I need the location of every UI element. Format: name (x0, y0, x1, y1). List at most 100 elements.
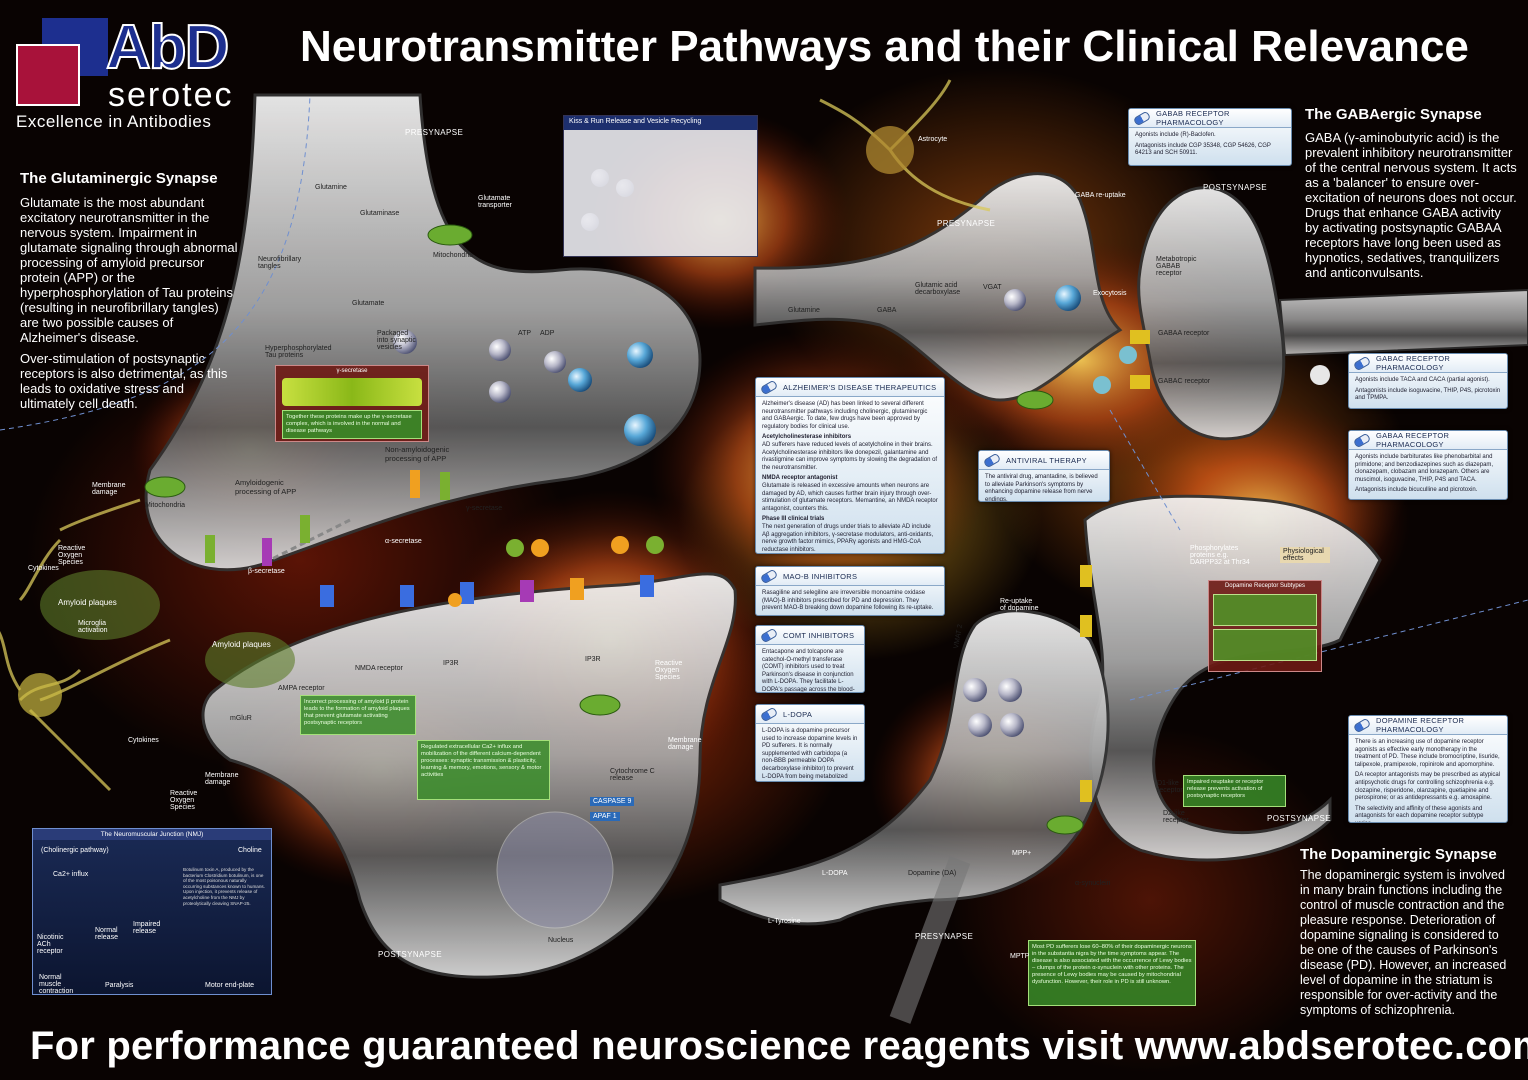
gaba-label: GABA (877, 307, 897, 314)
card-antiviral-therapy: ANTIVIRAL THERAPY The antiviral drug, am… (978, 450, 1110, 502)
gaba-postsynapse-label: POSTSYNAPSE (1203, 183, 1267, 192)
cytokines-label: Cytokines (28, 565, 59, 572)
membrane-damage-label-3: Membrane damage (205, 772, 239, 786)
ip3r-label: IP3R (443, 660, 459, 667)
nmda-label: NMDA receptor (355, 665, 403, 672)
amyloid-plaques-label-2: Amyloid plaques (212, 640, 271, 649)
card-subheading: Acetylcholinesterase inhibitors (762, 434, 852, 441)
card-title: MAO-B INHIBITORS (783, 571, 858, 581)
card-text: The selectivity and affinity of these ag… (1355, 805, 1484, 822)
card-gaba-c-pharmacology: GABAC RECEPTOR PHARMACOLOGY Agonists inc… (1348, 353, 1508, 409)
card-text: The antiviral drug, amantadine, is belie… (985, 474, 1098, 502)
dopamine-da-label: Dopamine (DA) (908, 870, 957, 877)
card-title: GABAA RECEPTOR PHARMACOLOGY (1376, 431, 1450, 449)
card-title: COMT INHIBITORS (783, 630, 855, 640)
card-text: Entacapone and tolcapone are catechol-O-… (762, 649, 855, 693)
gamma-secretase-complex (282, 378, 422, 406)
calcium-note: Regulated extracellular Ca2+ influx and … (417, 740, 550, 800)
card-text: There is an increasing use of dopamine r… (1355, 739, 1500, 768)
amyloid-note: Incorrect processing of amyloid β protei… (300, 695, 416, 735)
card-comt-inhibitors: COMT INHIBITORS Entacapone and tolcapone… (755, 625, 865, 693)
nmj-botulinum-note: Botulinum toxin A, produced by the bacte… (183, 867, 265, 906)
card-gaba-a-pharmacology: GABAA RECEPTOR PHARMACOLOGY Agonists inc… (1348, 430, 1508, 500)
dopaminergic-heading: The Dopaminergic Synapse (1300, 846, 1497, 863)
gabaergic-heading: The GABAergic Synapse (1305, 106, 1482, 123)
card-text: Antagonists include CGP 35348, CGP 54626… (1135, 142, 1271, 157)
card-text: Antagonists include bicuculline and picr… (1355, 487, 1478, 494)
parkinsons-note: Most PD sufferers lose 60–80% of their d… (1028, 940, 1196, 1006)
capsule-icon (759, 568, 779, 584)
capsule-icon (759, 379, 779, 395)
cytokines-label-2: Cytokines (128, 737, 159, 744)
card-mao-b-inhibitors: MAO-B INHIBITORS Rasagiline and selegili… (755, 566, 945, 616)
astrocyte-label: Astrocyte (918, 136, 948, 143)
metabotropic-label: Metabotropic GABAB receptor (1156, 256, 1197, 277)
nmj-title: The Neuromuscular Junction (NMJ) (33, 829, 271, 840)
mpp-label: MPP+ (1012, 850, 1032, 857)
glutamatergic-heading: The Glutaminergic Synapse (20, 170, 218, 187)
nmj-nicotinic-label: Nicotinic ACh receptor (37, 934, 64, 955)
glutaminase-label: Glutaminase (360, 210, 400, 217)
glutamine-label: Glutamine (315, 184, 347, 191)
capsule-icon (759, 706, 779, 722)
nmj-normal-release-label: Normal release (95, 927, 118, 941)
microglia-label: Microglia activation (78, 620, 108, 634)
card-subheading: NMDA receptor antagonist (762, 475, 838, 482)
atp-label: ATP (518, 330, 532, 337)
glutamate-label: Glutamate (352, 300, 385, 307)
gabaergic-body: GABA (γ-aminobutyric acid) is the preval… (1305, 130, 1517, 280)
glutamatergic-para-1: Glutamate is the most abundant excitator… (20, 195, 238, 345)
gad-label: Glutamic acid decarboxylase (915, 282, 961, 296)
card-text: Rasagiline and selegiline are irreversib… (762, 590, 934, 612)
dopamine-reuptake-label: Re-uptake of dopamine (1000, 598, 1039, 612)
card-text: DA receptor antagonists may be prescribe… (1355, 772, 1501, 802)
beta-secretase-label: β-secretase (248, 568, 285, 575)
gabac-label: GABAC receptor (1158, 378, 1211, 385)
phosphorylates-label: Phosphorylates proteins e.g. DARPP32 at … (1190, 545, 1250, 566)
capsule-icon (982, 452, 1002, 468)
dopamine-postsynapse-label: POSTSYNAPSE (1267, 814, 1331, 823)
card-text: AD sufferers have reduced levels of acet… (762, 441, 938, 471)
logo-red-square (16, 44, 80, 106)
gabaa-label: GABAA receptor (1158, 330, 1210, 337)
nmj-cholinergic-label: (Cholinergic pathway) (41, 847, 109, 854)
reactive-oxygen-label: Reactive Oxygen Species (655, 660, 683, 681)
card-text: Agonists include barbiturates like pheno… (1355, 454, 1494, 483)
mglur-label: mGluR (230, 715, 252, 722)
kiss-run-title: Kiss & Run Release and Vesicle Recycling (564, 116, 757, 130)
amyloidogenic-label: Amyloidogenic processing of APP (235, 478, 297, 496)
l-dopa-label: L-DOPA (822, 870, 848, 877)
nmj-paralysis-label: Paralysis (105, 982, 134, 989)
footer-cta[interactable]: For performance guaranteed neuroscience … (30, 1024, 1528, 1068)
card-text: Glutamate is released in excessive amoun… (762, 482, 938, 512)
capsule-icon (759, 627, 779, 643)
glutamate-presynapse-label: PRESYNAPSE (405, 128, 464, 137)
nmj-impaired-release-label: Impaired release (133, 921, 161, 935)
logo-tagline: Excellence in Antibodies (16, 112, 212, 131)
d1-subtype-box (1213, 594, 1317, 626)
dopamine-presynapse-label: PRESYNAPSE (915, 932, 974, 941)
membrane-damage-label-2: Membrane damage (92, 482, 126, 496)
reactive-oxygen-label-2: Reactive Oxygen Species (58, 545, 86, 566)
glutamate-transporter-label: Glutamate transporter (478, 195, 512, 209)
reactive-oxygen-label-3: Reactive Oxygen Species (170, 790, 198, 811)
gaba-presynapse-label: PRESYNAPSE (937, 219, 996, 228)
ip3r-label-2: IP3R (585, 656, 601, 663)
alpha-secretase-label: α-secretase (385, 538, 422, 545)
non-amyloidogenic-label: Non-amyloidogenic processing of APP (385, 445, 450, 463)
mptp-label: MPTP (1010, 953, 1030, 960)
card-title: ALZHEIMER'S DISEASE THERAPEUTICS (783, 382, 937, 392)
card-subheading: Phase III clinical trials (762, 516, 825, 523)
exocytosis-label: Exocytosis (1093, 290, 1127, 297)
abd-serotec-logo[interactable]: AbD serotec Excellence in Antibodies (16, 12, 246, 134)
capsule-icon (1132, 110, 1152, 126)
card-dopamine-receptor-pharmacology: DOPAMINE RECEPTOR PHARMACOLOGY There is … (1348, 715, 1508, 823)
card-text: Agonists include (R)-Baclofen. (1135, 132, 1216, 138)
membrane-damage-label: Membrane damage (668, 737, 702, 751)
card-title: DOPAMINE RECEPTOR PHARMACOLOGY (1376, 716, 1465, 734)
card-text: Agonists include TACA and CACA (partial … (1355, 377, 1490, 383)
gaba-reuptake-label: GABA re-uptake (1075, 192, 1126, 199)
card-text: Antagonists include isoguvacine, THIP, P… (1355, 387, 1501, 402)
cytochrome-label: Cytochrome C release (610, 768, 655, 782)
